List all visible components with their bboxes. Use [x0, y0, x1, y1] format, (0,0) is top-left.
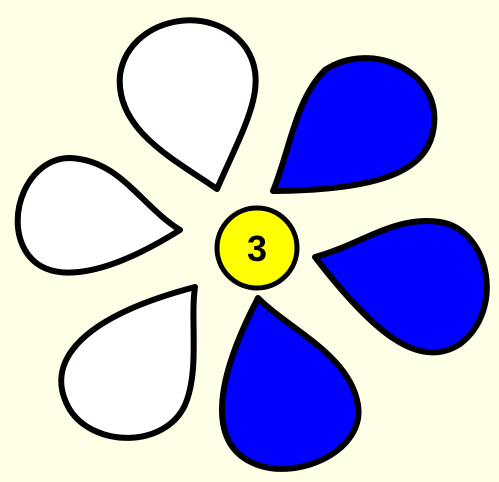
center-number: 3: [247, 228, 267, 269]
center-badge: 3: [217, 208, 297, 288]
